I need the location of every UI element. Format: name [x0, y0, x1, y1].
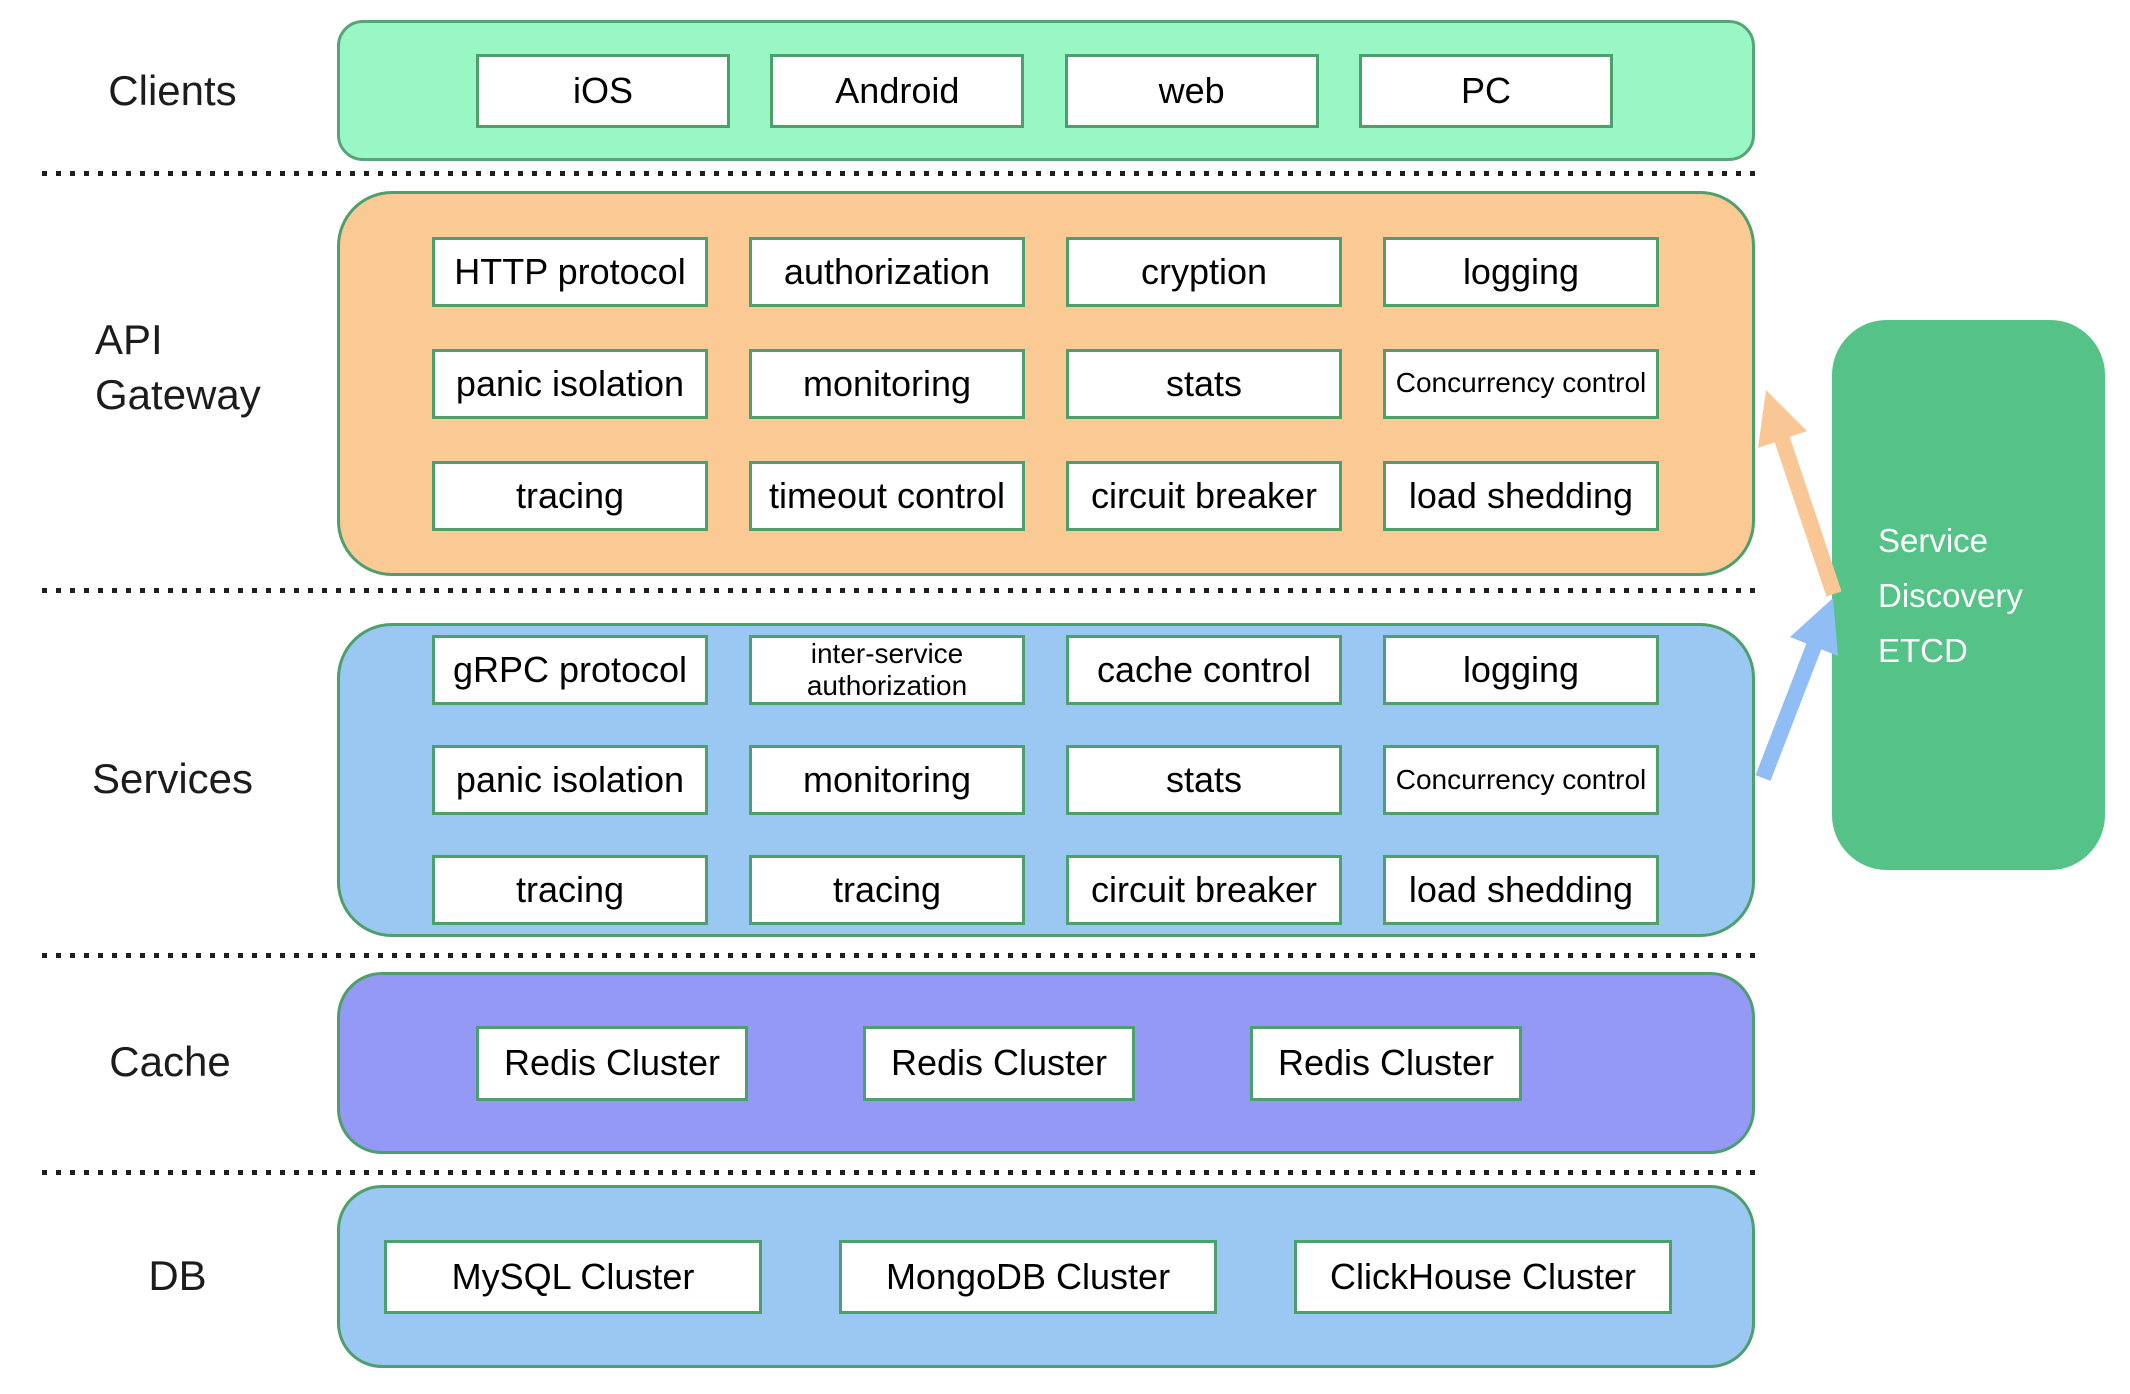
client-cell-android: Android [770, 53, 1025, 128]
service-discovery-etcd-label: Service Discovery ETCD [1878, 521, 2023, 669]
layer-label-clients: Clients [108, 67, 237, 114]
db-cell-clickhouse: ClickHouse Cluster [1294, 1239, 1672, 1314]
gateway-cell: timeout control [749, 460, 1025, 531]
etcd-to-api-gateway-arrow [1758, 390, 1842, 597]
gateway-cell: authorization [749, 236, 1025, 307]
service-cell: tracing [432, 855, 708, 925]
db-cell-mysql: MySQL Cluster [384, 1239, 762, 1314]
gateway-cell: load shedding [1383, 460, 1659, 531]
db-layer-box: MySQL Cluster MongoDB Cluster ClickHouse… [337, 1185, 1755, 1368]
gateway-cell: logging [1383, 236, 1659, 307]
gateway-cell: tracing [432, 460, 708, 531]
service-cell: load shedding [1383, 855, 1659, 925]
db-cell-mongodb: MongoDB Cluster [839, 1239, 1217, 1314]
layer-label-db: DB [148, 1252, 207, 1299]
service-cell: gRPC protocol [432, 635, 708, 705]
service-cell: tracing [749, 855, 1025, 925]
cache-cell-redis: Redis Cluster [476, 1025, 748, 1101]
cache-layer-box: Redis Cluster Redis Cluster Redis Cluste… [337, 972, 1755, 1154]
service-cell: panic isolation [432, 745, 708, 815]
client-cell-web: web [1064, 53, 1319, 128]
service-cell: cache control [1066, 635, 1342, 705]
gateway-cell: monitoring [749, 348, 1025, 419]
layer-separator-line [42, 953, 1756, 958]
service-cell: circuit breaker [1066, 855, 1342, 925]
layer-separator-line [42, 588, 1756, 593]
client-cell-ios: iOS [476, 53, 730, 128]
cache-cell-redis: Redis Cluster [863, 1025, 1135, 1101]
layer-separator-line [42, 171, 1756, 176]
client-cell-pc: PC [1358, 53, 1613, 128]
clients-layer-box: iOS Android web PC [337, 20, 1755, 161]
gateway-cell: cryption [1066, 236, 1342, 307]
gateway-cell: stats [1066, 348, 1342, 419]
layer-label-services: Services [91, 755, 254, 802]
cache-cell-redis: Redis Cluster [1250, 1025, 1522, 1101]
service-discovery-etcd-box: Service Discovery ETCD [1832, 320, 2105, 870]
service-cell: inter-service authorization [749, 635, 1025, 705]
service-cell: monitoring [749, 745, 1025, 815]
service-cell: logging [1383, 635, 1659, 705]
service-cell: Concurrency control [1383, 745, 1659, 815]
layer-separator-line [42, 1170, 1756, 1175]
gateway-cell: HTTP protocol [432, 236, 708, 307]
service-cell: stats [1066, 745, 1342, 815]
services-to-etcd-arrow [1755, 598, 1838, 781]
gateway-cell: Concurrency control [1383, 348, 1659, 419]
gateway-cell: circuit breaker [1066, 460, 1342, 531]
layer-label-cache: Cache [109, 1038, 231, 1085]
services-layer-box: gRPC protocol inter-service authorizatio… [337, 623, 1755, 937]
layer-label-api-gateway: API Gateway [95, 316, 261, 418]
gateway-cell: panic isolation [432, 348, 708, 419]
api-gateway-layer-box: HTTP protocol authorization cryption log… [337, 191, 1755, 576]
